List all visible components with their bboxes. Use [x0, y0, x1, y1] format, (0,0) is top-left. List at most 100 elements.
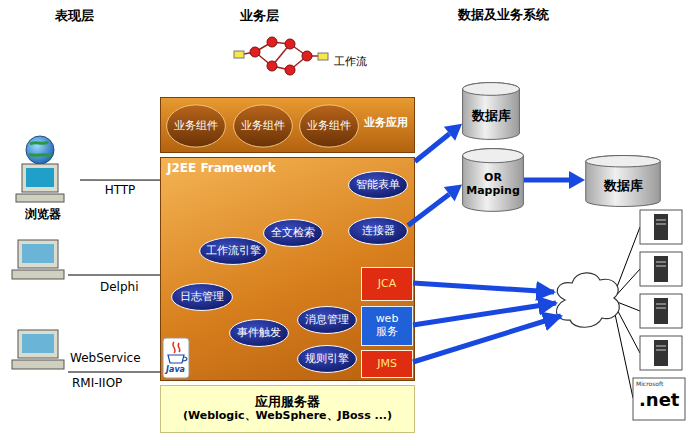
service-ellipse — [172, 284, 233, 311]
protocol-label: RMI-IIOP — [72, 377, 122, 390]
server-icon — [640, 294, 682, 328]
component-ellipse — [234, 105, 293, 147]
service-ellipse — [298, 346, 357, 373]
server-icon — [640, 210, 682, 244]
node-subtitle: (Weblogic、WebSphere、JBoss ...) — [183, 410, 392, 423]
framework-box: J2EE Framework智能表单全文检索连接器工作流引擎日志管理消息管理事件… — [160, 157, 415, 381]
network-line — [612, 300, 633, 398]
component-circle: 业务组件 — [233, 104, 293, 148]
server-slot — [656, 304, 666, 305]
server-slot — [656, 308, 666, 309]
monitor-screen — [22, 244, 54, 263]
protocol-label: Delphi — [100, 281, 139, 294]
keyboard-icon — [12, 360, 64, 369]
monitor-screen — [26, 168, 54, 187]
service-ellipse — [349, 172, 408, 199]
network-line — [612, 227, 640, 300]
service-oval: 日志管理 — [171, 283, 233, 311]
database-cylinder: 数据库 — [462, 82, 520, 140]
workflow-line — [307, 55, 318, 57]
workflow-line — [255, 52, 272, 66]
connector-line — [408, 194, 449, 225]
workflow-step — [285, 65, 295, 75]
globe-land — [29, 142, 51, 156]
connector-arrow — [408, 184, 462, 225]
node-title: 应用服务器 — [255, 395, 320, 410]
monitor-icon — [18, 240, 58, 268]
node-title: web 服务 — [371, 313, 403, 338]
connector-line — [524, 177, 569, 182]
network-line — [612, 300, 640, 311]
server-frame — [640, 294, 682, 328]
node-title: 浏览器 — [25, 208, 61, 222]
java-steam — [173, 342, 180, 353]
workflow-line — [290, 56, 307, 70]
service-oval: 连接器 — [348, 217, 408, 245]
network-cloud — [556, 273, 619, 327]
service-ellipse — [349, 218, 408, 245]
server-slot — [656, 262, 666, 263]
service-ellipse — [264, 220, 323, 247]
service-ellipse — [200, 238, 267, 265]
service-ellipse — [298, 307, 357, 334]
logo-text: Java — [166, 366, 185, 375]
keyboard-icon — [12, 270, 64, 279]
server-tower — [654, 214, 668, 240]
server-frame — [640, 252, 682, 286]
workflow-step — [250, 47, 260, 57]
connection-line — [68, 275, 160, 276]
component-circle: 业务组件 — [299, 104, 359, 148]
workflow-end — [318, 53, 328, 60]
java-cup — [168, 355, 187, 363]
service-oval: 工作流引擎 — [199, 237, 267, 265]
cylinder-body — [463, 83, 520, 140]
network-arrow — [413, 283, 554, 292]
workflow-line — [290, 44, 307, 56]
layer-heading: 业务层 — [240, 9, 279, 23]
node-title: 数据库 — [472, 109, 511, 124]
workflow-line — [272, 66, 290, 70]
cylinder-top — [463, 149, 524, 163]
server-slot — [656, 266, 666, 267]
adapter-box: JMS — [361, 350, 413, 378]
layer-heading: 表现层 — [55, 9, 94, 23]
cylinder-body — [463, 149, 524, 212]
component-circle: 业务组件 — [166, 104, 226, 148]
node-title: 业务应用 — [364, 117, 408, 130]
node-title: 业务组件 — [307, 120, 351, 133]
workflow-line — [244, 52, 255, 54]
workflow-icon — [244, 42, 318, 70]
node-title: 业务组件 — [174, 120, 218, 133]
monitor-screen — [22, 334, 54, 353]
application-band: 业务应用业务组件业务组件业务组件 — [160, 97, 415, 153]
network-arrow — [413, 303, 556, 325]
server-icon — [640, 252, 682, 286]
workflow-line — [272, 44, 290, 66]
server-icon — [640, 336, 682, 370]
cylinder-top — [463, 83, 520, 96]
server-slot — [656, 350, 666, 351]
connector-arrow — [524, 171, 585, 189]
monitor-icon — [22, 164, 58, 192]
server-tower — [654, 340, 668, 366]
server-slot — [656, 224, 666, 225]
server-tower — [654, 298, 668, 324]
node-title: 事件触发 — [237, 327, 281, 340]
protocol-label: HTTP — [80, 184, 160, 197]
node-title: 数据库 — [604, 179, 643, 194]
arrow-head — [569, 171, 585, 189]
layer-heading: 数据及业务系统 — [458, 8, 549, 22]
node-title: 日志管理 — [180, 291, 224, 304]
client-icon: 浏览器 — [5, 132, 80, 224]
workflow-step — [267, 37, 277, 47]
network-line — [612, 300, 640, 353]
server-tower — [654, 256, 668, 282]
server-slot — [656, 346, 666, 347]
service-oval: 事件触发 — [229, 319, 289, 347]
service-oval: 全文检索 — [263, 219, 323, 247]
monitor-icon — [18, 330, 58, 358]
workflow-line — [255, 42, 272, 52]
server-slot — [656, 220, 666, 221]
service-ellipse — [230, 320, 289, 347]
